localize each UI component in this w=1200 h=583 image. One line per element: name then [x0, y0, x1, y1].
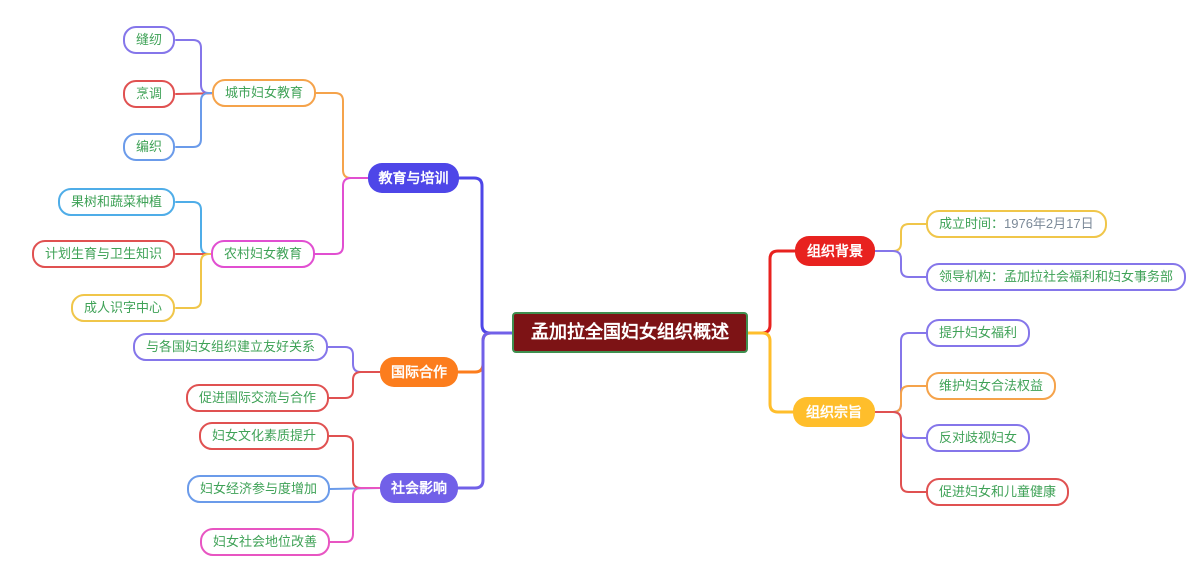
- node-leading-agency[interactable]: 领导机构：孟加拉社会福利和妇女事务部: [926, 263, 1187, 291]
- node-org-purpose[interactable]: 组织宗旨: [793, 397, 875, 427]
- node-family-planning-health[interactable]: 计划生育与卫生知识: [31, 240, 175, 268]
- edge-background-agency: [874, 250, 927, 278]
- node-rural-women-education[interactable]: 农村妇女教育: [210, 240, 315, 268]
- node-central-topic[interactable]: 孟加拉全国妇女组织概述: [512, 312, 748, 353]
- edge-social-culture: [328, 435, 381, 489]
- edge-international-exchange: [328, 371, 382, 399]
- edge-social-status: [329, 487, 381, 543]
- edge-international-relations: [327, 346, 382, 373]
- node-cultural-quality[interactable]: 妇女文化素质提升: [198, 422, 329, 450]
- node-social-status-improvement[interactable]: 妇女社会地位改善: [199, 528, 330, 556]
- node-international-cooperation[interactable]: 国际合作: [380, 357, 458, 387]
- node-cooking[interactable]: 烹调: [122, 80, 175, 108]
- edge-central-background: [744, 249, 797, 335]
- node-education-training[interactable]: 教育与培训: [368, 163, 459, 193]
- node-economic-participation[interactable]: 妇女经济参与度增加: [186, 475, 330, 503]
- node-org-background[interactable]: 组织背景: [795, 236, 875, 266]
- node-adult-literacy-center[interactable]: 成人识字中心: [70, 294, 175, 322]
- node-fruit-vegetable-planting[interactable]: 果树和蔬菜种植: [57, 188, 175, 216]
- edge-education-rural: [314, 177, 369, 255]
- node-founding-date[interactable]: 成立时间：1976年2月17日: [926, 210, 1107, 238]
- node-women-children-health[interactable]: 促进妇女和儿童健康: [926, 478, 1070, 506]
- node-urban-women-education[interactable]: 城市妇女教育: [211, 79, 316, 107]
- edge-central-purpose: [744, 331, 795, 414]
- node-social-impact[interactable]: 社会影响: [380, 473, 458, 503]
- edge-education-urban: [315, 92, 369, 179]
- edge-background-founding: [874, 223, 927, 252]
- node-knitting[interactable]: 编织: [122, 133, 175, 161]
- node-legal-rights[interactable]: 维护妇女合法权益: [926, 372, 1057, 400]
- node-sewing[interactable]: 缝纫: [122, 26, 175, 54]
- edge-urban-knitting: [175, 92, 229, 148]
- founding-date-value: 1976年2月17日: [1004, 216, 1094, 231]
- edge-central-education: [456, 176, 514, 335]
- node-friendly-relations[interactable]: 与各国妇女组织建立友好关系: [132, 333, 328, 361]
- edge-central-social: [455, 331, 514, 490]
- edge-rural-literacy: [175, 253, 229, 309]
- founding-date-prefix: 成立时间：: [939, 216, 1005, 231]
- edge-purpose-health: [874, 411, 927, 493]
- node-international-exchange[interactable]: 促进国际交流与合作: [185, 384, 329, 412]
- node-improve-welfare[interactable]: 提升妇女福利: [926, 319, 1031, 347]
- node-anti-discrimination[interactable]: 反对歧视妇女: [926, 424, 1031, 452]
